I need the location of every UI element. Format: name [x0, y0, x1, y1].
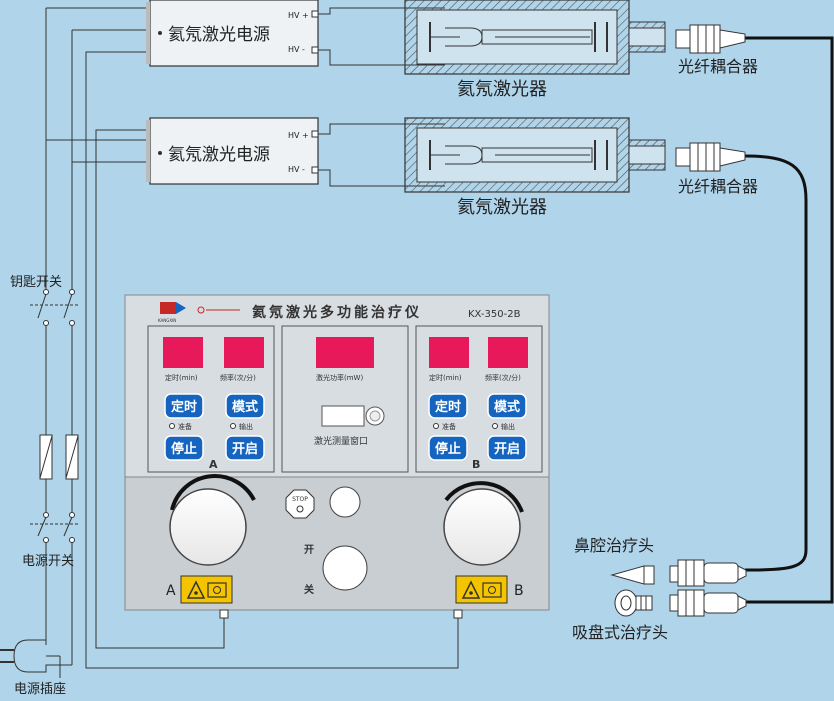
- output-indicator-a: [230, 423, 236, 429]
- off-label: 关: [304, 583, 314, 596]
- power-key-switch[interactable]: [322, 545, 368, 591]
- emergency-stop-icon: STOP: [285, 489, 315, 519]
- suction-head-icon: [614, 589, 653, 617]
- laser-warning-icon-b: [455, 575, 508, 604]
- ready-label-a: 准备: [178, 422, 192, 431]
- start-button-a[interactable]: 开启: [225, 435, 265, 461]
- nasal-head-icon: [610, 565, 655, 585]
- power-display: [316, 337, 374, 368]
- start-button-b[interactable]: 开启: [487, 435, 527, 461]
- timer-button-a[interactable]: 定时: [164, 393, 204, 419]
- coupler1-label: 光纤耦合器: [678, 57, 758, 76]
- timer-label-a: 定时(min): [165, 373, 198, 382]
- nasal-head-label: 鼻腔治疗头: [574, 536, 654, 555]
- ready-indicator-b: [433, 423, 439, 429]
- start-button-a-label: 开启: [232, 441, 258, 457]
- port-b-letter: B: [514, 583, 524, 599]
- freq-display-a: [224, 337, 264, 368]
- connector-b: [453, 609, 463, 619]
- knob-a[interactable]: [169, 474, 256, 566]
- freq-display-b: [488, 337, 528, 368]
- port-a-letter: A: [166, 583, 176, 599]
- laser-tube-2: 氦氖激光器: [404, 117, 666, 218]
- ready-label-b: 准备: [442, 422, 456, 431]
- timer-display-b: [429, 337, 469, 368]
- stop-sign-label: STOP: [292, 496, 308, 503]
- power-switch-label: 电源开关: [22, 554, 74, 569]
- output-label-a: 输出: [239, 422, 253, 431]
- stop-button-b-label: 停止: [435, 441, 461, 457]
- fiber-coupler-2: 光纤耦合器: [675, 142, 758, 196]
- ps2-title: 氦氖激光电源: [168, 145, 270, 165]
- wires: [45, 7, 459, 669]
- ps2-hv-minus: HV -: [288, 165, 305, 174]
- power-label: 激光功率(mW): [316, 373, 363, 382]
- center-panel: 激光功率(mW) 激光测量窗口: [314, 337, 385, 447]
- fiber-connector-2: [669, 589, 747, 617]
- laser-tube-1: 氦氖激光器: [404, 0, 666, 100]
- channel-a: 定时(min) 频率(次/分) 定时 模式 准备 输出 停止 开启 A: [163, 337, 265, 471]
- timer-button-b-label: 定时: [434, 399, 461, 415]
- ps1-hv-plus: HV +: [288, 11, 309, 20]
- output-indicator-b: [492, 423, 498, 429]
- mode-button-a-label: 模式: [232, 399, 258, 415]
- timer-button-b[interactable]: 定时: [428, 393, 468, 419]
- mode-button-a[interactable]: 模式: [225, 393, 265, 419]
- laser1-label: 氦氖激光器: [457, 79, 547, 100]
- timer-display-a: [163, 337, 203, 368]
- ready-indicator-a: [169, 423, 175, 429]
- brand-logo: KANGXIN: [158, 302, 240, 323]
- mode-button-b[interactable]: 模式: [487, 393, 527, 419]
- ps1-hv-minus: HV -: [288, 45, 305, 54]
- stop-button-a-label: 停止: [171, 441, 197, 457]
- output-label-b: 输出: [501, 422, 515, 431]
- fiber-cables: [744, 36, 834, 604]
- stop-button-a[interactable]: 停止: [164, 435, 204, 461]
- ps2-hv-plus: HV +: [288, 131, 309, 140]
- power-socket-label: 电源插座: [14, 682, 66, 697]
- measure-window-label: 激光测量窗口: [314, 435, 368, 447]
- device-title: 氦氖激光多功能治疗仪: [252, 304, 422, 321]
- on-label: 开: [304, 544, 314, 556]
- stop-button-b[interactable]: 停止: [428, 435, 468, 461]
- coupler2-label: 光纤耦合器: [678, 177, 758, 196]
- power-switch: 电源开关: [22, 512, 80, 569]
- laser-warning-icon-a: [180, 575, 233, 604]
- channel-letter-a: A: [209, 458, 218, 471]
- dot-icon: [158, 31, 162, 35]
- timer-button-a-label: 定时: [170, 399, 197, 415]
- freq-label-a: 频率(次/分): [220, 373, 256, 382]
- laser2-label: 氦氖激光器: [457, 197, 547, 218]
- timer-label-b: 定时(min): [429, 373, 462, 382]
- power-supply-1: 氦氖激光电源 HV + HV -: [146, 0, 319, 67]
- power-plug-icon: 电源插座: [0, 639, 72, 697]
- connector-a: [219, 609, 229, 619]
- brand-small: KANGXIN: [158, 318, 176, 323]
- key-switch: 钥匙开关: [10, 275, 80, 326]
- suction-head-label: 吸盘式治疗头: [572, 623, 668, 642]
- device-model: KX-350-2B: [468, 309, 521, 320]
- channel-b: 定时(min) 频率(次/分) 定时 模式 准备 输出 停止 开启 B: [428, 337, 528, 471]
- dot-icon: [158, 151, 162, 155]
- freq-label-b: 频率(次/分): [485, 373, 521, 382]
- knob-b[interactable]: [443, 481, 524, 566]
- power-supply-2: 氦氖激光电源 HV + HV -: [146, 117, 319, 185]
- ps1-title: 氦氖激光电源: [168, 25, 270, 45]
- emergency-stop-button[interactable]: [329, 486, 361, 518]
- channel-letter-b: B: [472, 458, 480, 471]
- fuses: [39, 434, 79, 480]
- start-button-b-label: 开启: [494, 441, 520, 457]
- measure-window: [321, 405, 365, 427]
- mode-button-b-label: 模式: [494, 399, 520, 415]
- key-switch-label: 钥匙开关: [10, 275, 62, 290]
- fiber-connector-1: [669, 559, 747, 587]
- fiber-coupler-1: 光纤耦合器: [675, 24, 758, 76]
